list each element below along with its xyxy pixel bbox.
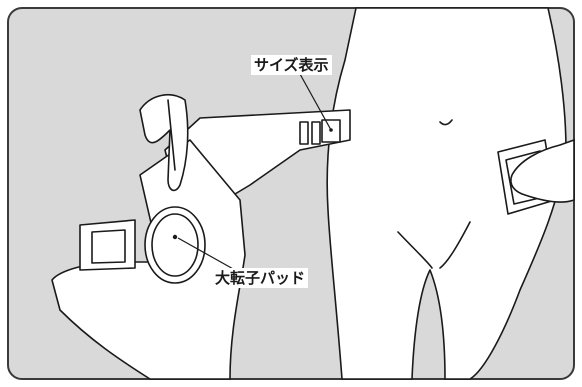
pad-leader-line xyxy=(177,237,236,271)
trochanter-pad-inner xyxy=(151,213,199,277)
right-hand xyxy=(510,139,575,203)
navel-line xyxy=(439,119,453,126)
size-leader-line xyxy=(299,73,332,131)
size-tag-a xyxy=(299,121,309,145)
trochanter-pad-outer xyxy=(144,206,206,284)
left-hand xyxy=(139,94,189,192)
size-tag-b xyxy=(311,121,321,145)
size-display-label: サイズ表示 xyxy=(251,55,332,75)
trochanter-pad-label: 大転子パッド xyxy=(212,268,309,288)
